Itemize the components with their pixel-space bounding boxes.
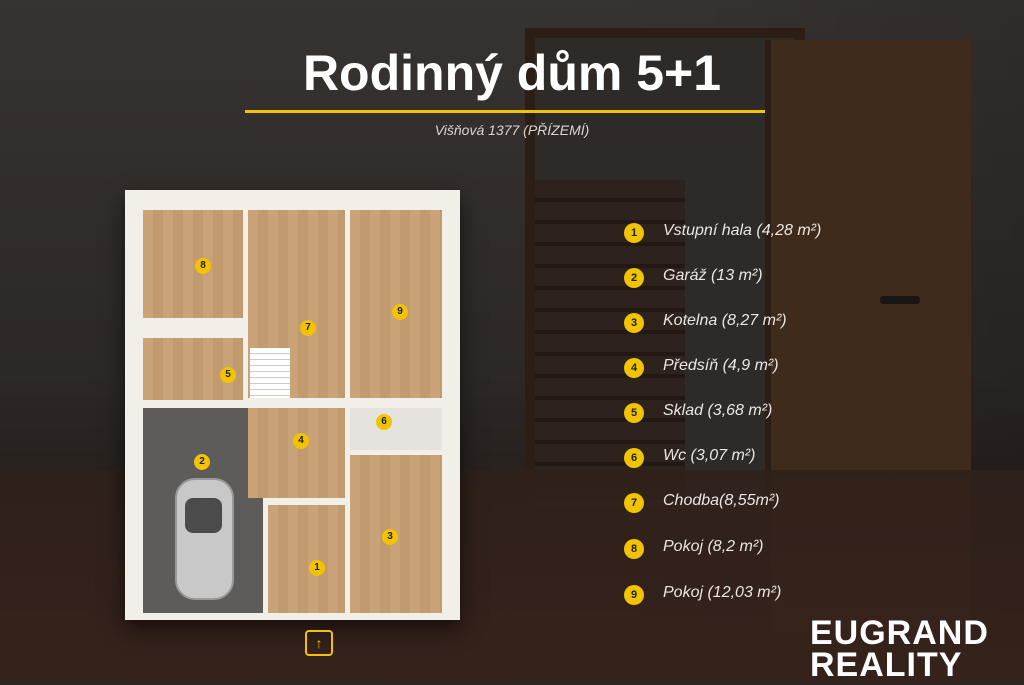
plan-marker-5: 5 <box>220 367 236 383</box>
legend-number: 8 <box>624 539 644 559</box>
legend-label: Sklad (3,68 m²) <box>663 402 773 419</box>
logo-line-1: EUGRAND <box>810 614 989 652</box>
legend-label: Předsíň (4,9 m²) <box>663 357 779 374</box>
legend-label: Garáž (13 m²) <box>663 267 763 284</box>
page-subtitle: Višňová 1377 (PŘÍZEMÍ) <box>434 122 590 138</box>
legend-item: 2 Garáž (13 m²) <box>624 267 954 289</box>
plan-marker-9: 9 <box>392 304 408 320</box>
legend-number: 6 <box>624 448 644 468</box>
logo-line-2: REALITY <box>810 646 963 684</box>
legend-number: 9 <box>624 585 644 605</box>
legend-item: 6 Wc (3,07 m²) <box>624 447 954 469</box>
car-window <box>185 498 222 533</box>
room-wc <box>350 408 442 450</box>
legend-number: 7 <box>624 493 644 513</box>
title-underline <box>245 110 765 113</box>
floor-plan: 8 7 9 5 6 4 2 3 1 <box>125 190 460 620</box>
plan-marker-8: 8 <box>195 258 211 274</box>
legend-label: Chodba(8,55m²) <box>663 492 780 509</box>
plan-marker-1: 1 <box>309 560 325 576</box>
legend-item: 8 Pokoj (8,2 m²) <box>624 538 954 560</box>
legend-item: 1 Vstupní hala (4,28 m²) <box>624 222 954 244</box>
legend-label: Wc (3,07 m²) <box>663 447 756 464</box>
legend-number: 4 <box>624 358 644 378</box>
room-vstupni-hala <box>268 505 345 613</box>
entrance-arrow-icon: ↑ <box>305 630 333 656</box>
page-title: Rodinný dům 5+1 <box>302 45 722 101</box>
legend-item: 7 Chodba(8,55m²) <box>624 492 954 514</box>
plan-marker-6: 6 <box>376 414 392 430</box>
car-icon <box>175 478 234 600</box>
plan-marker-2: 2 <box>194 454 210 470</box>
legend-number: 2 <box>624 268 644 288</box>
door-handle <box>880 296 920 304</box>
legend-label: Kotelna (8,27 m²) <box>663 312 787 329</box>
plan-marker-4: 4 <box>293 433 309 449</box>
room-predsin <box>248 408 345 498</box>
plan-stairs <box>250 348 290 398</box>
room-pokoj-8 <box>143 210 243 318</box>
legend-item: 4 Předsíň (4,9 m²) <box>624 357 954 379</box>
legend-number: 1 <box>624 223 644 243</box>
legend-label: Pokoj (12,03 m²) <box>663 584 782 601</box>
legend-item: 5 Sklad (3,68 m²) <box>624 402 954 424</box>
legend-item: 9 Pokoj (12,03 m²) <box>624 584 954 606</box>
legend-number: 3 <box>624 313 644 333</box>
legend-item: 3 Kotelna (8,27 m²) <box>624 312 954 334</box>
legend-label: Pokoj (8,2 m²) <box>663 538 764 555</box>
plan-marker-7: 7 <box>300 320 316 336</box>
legend-number: 5 <box>624 403 644 423</box>
legend-label: Vstupní hala (4,28 m²) <box>663 222 822 239</box>
plan-marker-3: 3 <box>382 529 398 545</box>
background-stairs <box>535 180 685 500</box>
